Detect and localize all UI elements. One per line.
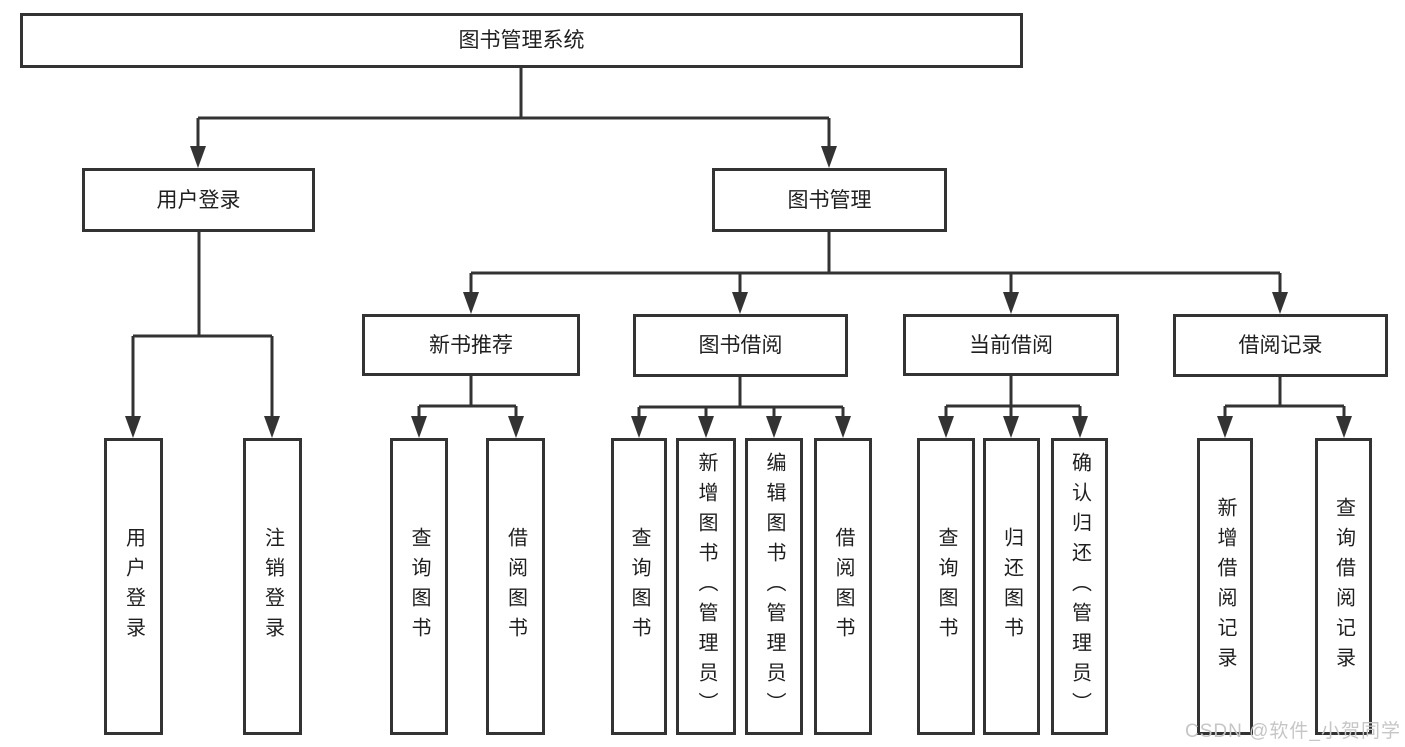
edge-current-borrow-to-leaves — [938, 376, 1088, 438]
arrowhead — [766, 416, 782, 438]
leaf-records-add-record: 新增借阅记录 — [1197, 438, 1253, 735]
edge-new-book-recommend-to-leaves — [411, 376, 524, 438]
arrowhead — [1072, 416, 1088, 438]
arrowhead — [698, 416, 714, 438]
edge-root-to-level2 — [190, 68, 837, 168]
node-book-management: 图书管理 — [712, 168, 947, 232]
edge-user-login-to-leaves — [125, 232, 280, 438]
arrowhead — [1217, 416, 1233, 438]
edge-book-borrow-to-leaves — [631, 377, 851, 438]
arrowhead — [1003, 292, 1019, 314]
node-book-borrow: 图书借阅 — [633, 314, 848, 377]
arrowhead — [835, 416, 851, 438]
node-user-login: 用户登录 — [82, 168, 315, 232]
arrowhead — [1003, 416, 1019, 438]
leaf-current-return-book: 归还图书 — [983, 438, 1040, 735]
node-library-management-system: 图书管理系统 — [20, 13, 1023, 68]
leaf-borrow-query-book: 查询图书 — [611, 438, 667, 735]
arrowhead — [264, 416, 280, 438]
arrowhead — [1336, 416, 1352, 438]
node-new-book-recommend: 新书推荐 — [362, 314, 580, 376]
csdn-watermark: CSDN @软件_小贺同学 — [1185, 721, 1401, 742]
arrowhead — [938, 416, 954, 438]
leaf-logout: 注销登录 — [243, 438, 302, 735]
leaf-borrow-edit-book-admin: 编辑图书（管理员） — [745, 438, 803, 735]
leaf-user-login: 用户登录 — [104, 438, 163, 735]
node-borrow-records: 借阅记录 — [1173, 314, 1388, 377]
edge-book-management-to-level3 — [463, 232, 1288, 314]
node-current-borrow: 当前借阅 — [903, 314, 1119, 376]
edge-borrow-records-to-leaves — [1217, 377, 1352, 438]
arrowhead — [125, 416, 141, 438]
leaf-borrow-borrow-book: 借阅图书 — [814, 438, 872, 735]
leaf-recommend-borrow-book: 借阅图书 — [486, 438, 545, 735]
leaf-recommend-query-book: 查询图书 — [390, 438, 448, 735]
arrowhead — [463, 292, 479, 314]
arrowhead — [190, 146, 206, 168]
arrowhead — [1272, 292, 1288, 314]
arrowhead — [732, 292, 748, 314]
arrowhead — [631, 416, 647, 438]
leaf-records-query-record: 查询借阅记录 — [1315, 438, 1372, 735]
arrowhead — [411, 416, 427, 438]
arrowhead — [508, 416, 524, 438]
arrowhead — [821, 146, 837, 168]
leaf-current-confirm-return-admin: 确认归还（管理员） — [1051, 438, 1108, 735]
leaf-borrow-add-book-admin: 新增图书（管理员） — [676, 438, 736, 735]
leaf-current-query-book: 查询图书 — [917, 438, 975, 735]
